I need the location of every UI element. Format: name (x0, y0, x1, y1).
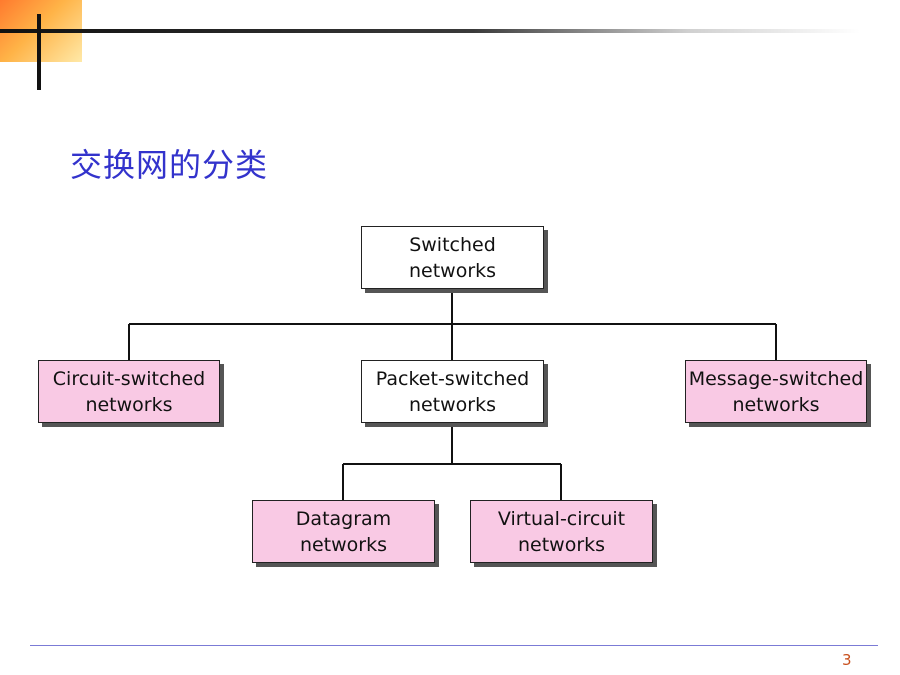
virtual-circuit-networks-box: Virtual-circuit networks (470, 500, 653, 563)
datagram-networks-box: Datagram networks (252, 500, 435, 563)
footer-rule (30, 645, 878, 646)
switched-networks-box: Switched networks (361, 226, 544, 289)
header-vertical-rule (37, 14, 41, 90)
packet-switched-networks-box: Packet-switched networks (361, 360, 544, 423)
circuit-switched-networks-box: Circuit-switched networks (38, 360, 220, 423)
slide-title: 交换网的分类 (70, 146, 269, 184)
message-switched-networks-box: Message-switched networks (685, 360, 867, 423)
header-rule (0, 29, 860, 33)
page-number: 3 (842, 651, 852, 669)
